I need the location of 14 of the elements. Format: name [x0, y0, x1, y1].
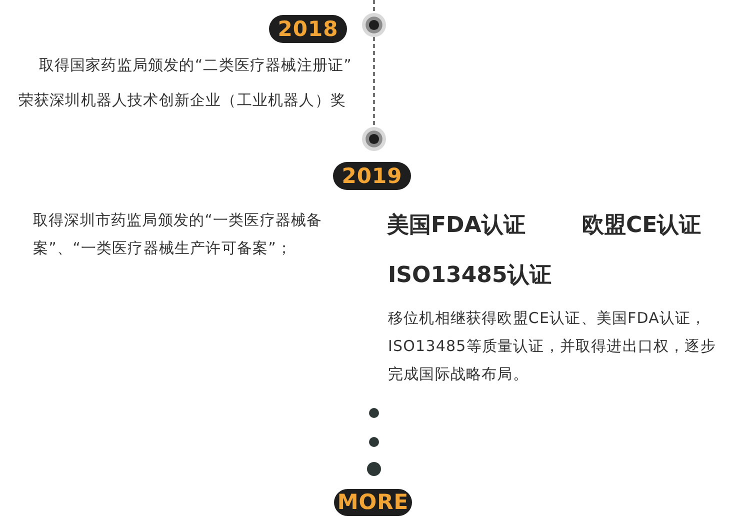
certification-heading: ISO13485认证	[388, 262, 552, 290]
timeline-line	[373, 37, 375, 127]
year-badge: 2019	[333, 162, 411, 190]
timeline-dot	[362, 13, 386, 37]
milestone-text: 取得国家药监局颁发的“二类医疗器械注册证”	[38, 55, 352, 76]
timeline-line	[373, 0, 375, 13]
description-text: 移位机相继获得欧盟CE认证、美国FDA认证，ISO13485等质量认证，并取得进出口权，逐步完成国际战略布局。	[388, 308, 717, 385]
year-badge: 2018	[269, 15, 347, 43]
certification-heading: 欧盟CE认证	[582, 212, 702, 240]
milestone-text: 取得深圳市药监局颁发的“一类医疗器械备案”、“一类医疗器械生产许可备案”；	[33, 210, 324, 259]
certification-heading: 美国FDA认证	[387, 212, 526, 240]
more-badge: MORE	[334, 489, 412, 516]
milestone-text: 荣获深圳机器人技术创新企业（工业机器人）奖	[18, 90, 346, 111]
timeline-dot	[362, 127, 386, 151]
